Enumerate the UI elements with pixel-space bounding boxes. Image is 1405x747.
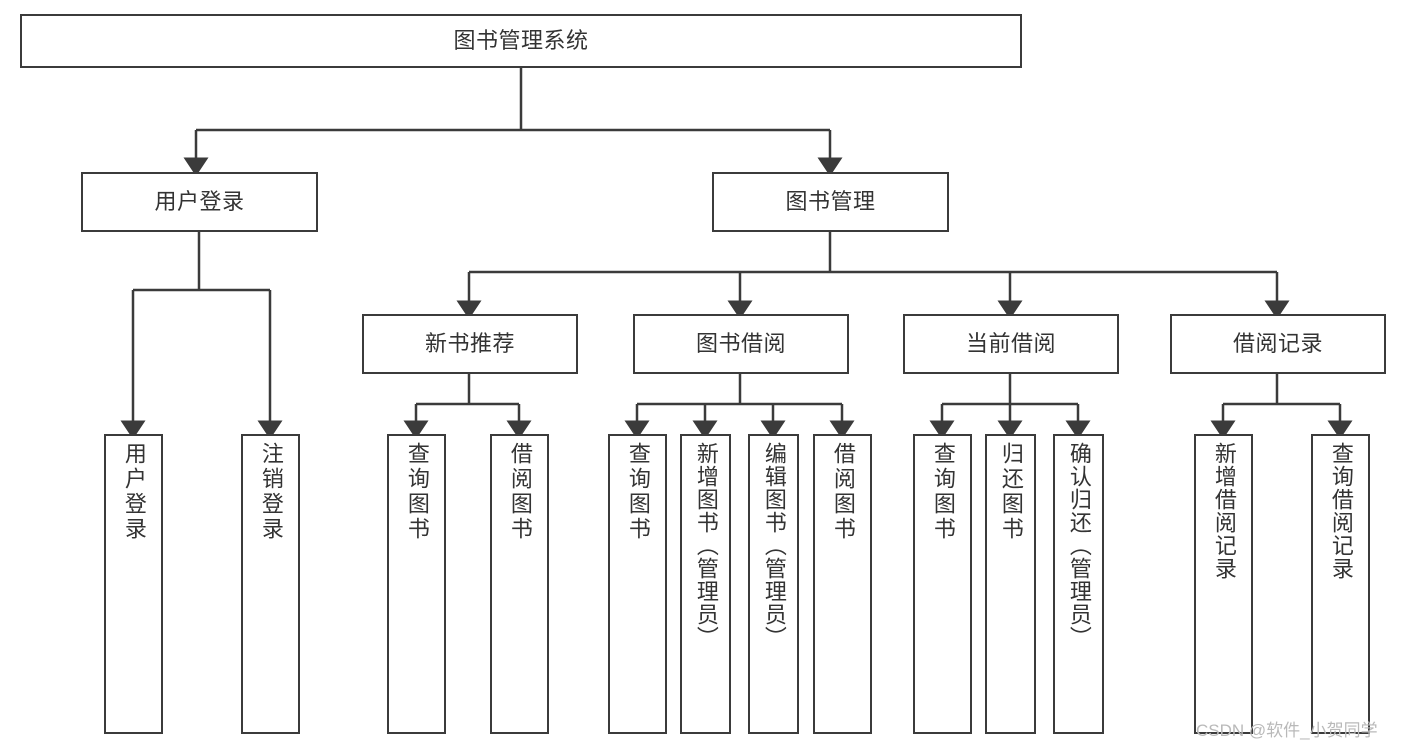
- csdn-watermark: CSDN @软件_小贺同学: [1196, 721, 1378, 740]
- node-label: 确认归还（管理员）: [1066, 442, 1092, 649]
- node-label: 借阅记录: [1232, 330, 1323, 356]
- leaf-add-borrow-record[interactable]: 新增借阅记录: [1194, 434, 1253, 734]
- leaf-return-book[interactable]: 归还图书: [985, 434, 1036, 734]
- leaf-query-book-borrow[interactable]: 查询图书: [608, 434, 667, 734]
- leaf-query-book-new-recommend[interactable]: 查询图书: [387, 434, 446, 734]
- node-label: 注销登录: [258, 442, 284, 542]
- node-label: 用户登录: [154, 188, 245, 214]
- node-label: 归还图书: [998, 442, 1024, 542]
- leaf-add-book-admin[interactable]: 新增图书（管理员）: [680, 434, 731, 734]
- node-label: 编辑图书（管理员）: [761, 442, 787, 649]
- leaf-borrow-book-borrow[interactable]: 借阅图书: [813, 434, 872, 734]
- leaf-query-borrow-record[interactable]: 查询借阅记录: [1311, 434, 1370, 734]
- node-label: 图书管理系统: [453, 27, 589, 53]
- node-label: 查询图书: [930, 442, 956, 542]
- node-label: 新增图书（管理员）: [693, 442, 719, 649]
- leaf-user-logout[interactable]: 注销登录: [241, 434, 300, 734]
- node-label: 新书推荐: [424, 330, 515, 356]
- node-root-book-management-system[interactable]: 图书管理系统: [20, 14, 1022, 68]
- node-label: 借阅图书: [507, 442, 533, 542]
- node-label: 图书借阅: [695, 330, 786, 356]
- node-label: 图书管理: [785, 188, 876, 214]
- node-book-manage[interactable]: 图书管理: [712, 172, 949, 232]
- node-current-borrow[interactable]: 当前借阅: [903, 314, 1119, 374]
- node-label: 借阅图书: [830, 442, 856, 542]
- node-label: 用户登录: [121, 442, 147, 542]
- node-borrow-record[interactable]: 借阅记录: [1170, 314, 1386, 374]
- node-new-book-recommend[interactable]: 新书推荐: [362, 314, 578, 374]
- node-label: 当前借阅: [965, 330, 1056, 356]
- node-label: 查询图书: [625, 442, 651, 542]
- node-label: 查询借阅记录: [1328, 442, 1354, 580]
- node-book-borrow[interactable]: 图书借阅: [633, 314, 849, 374]
- leaf-edit-book-admin[interactable]: 编辑图书（管理员）: [748, 434, 799, 734]
- leaf-borrow-book-new-recommend[interactable]: 借阅图书: [490, 434, 549, 734]
- leaf-query-book-current[interactable]: 查询图书: [913, 434, 972, 734]
- leaf-confirm-return-admin[interactable]: 确认归还（管理员）: [1053, 434, 1104, 734]
- node-label: 查询图书: [404, 442, 430, 542]
- node-user-login[interactable]: 用户登录: [81, 172, 318, 232]
- node-label: 新增借阅记录: [1211, 442, 1237, 580]
- leaf-user-login[interactable]: 用户登录: [104, 434, 163, 734]
